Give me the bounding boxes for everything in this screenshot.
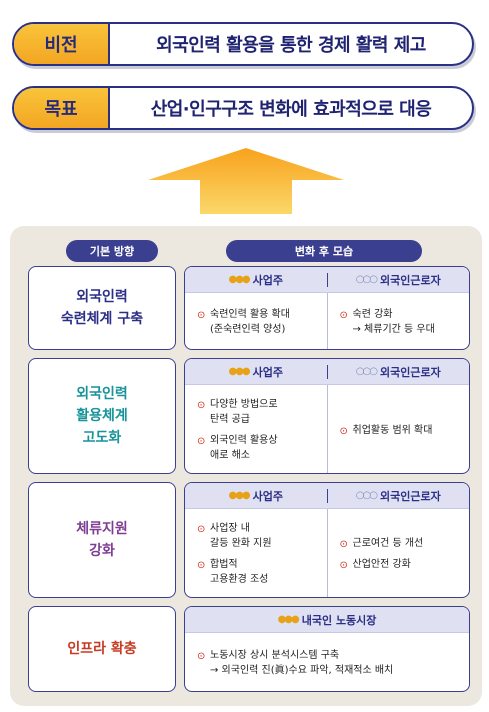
up-arrow-icon (148, 148, 344, 214)
basic-direction-header: 기본 방향 (66, 240, 158, 262)
worker-people-icon: ○○○ (355, 366, 378, 377)
goal-text: 산업·인구구조 변화에 효과적으로 대응 (150, 99, 432, 120)
labor-market-people-icon: ●●● (277, 614, 300, 625)
vision-banner: 비전 외국인력 활용을 통한 경제 활력 제고 (12, 22, 474, 66)
row-utilization-system: 외국인력 활용체계 고도화 ●●●사업주 ○○○외국인근로자 ⊙다양한 방법으로… (28, 358, 470, 474)
market-label: 내국인 노동시장 (301, 613, 377, 627)
employer-item: ⊙합법적 고용환경 조성 (197, 559, 269, 585)
worker-people-icon: ○○○ (355, 490, 378, 501)
row-infrastructure: 인프라 확충 ●●●내국인 노동시장 ⊙노동시장 상시 분석시스템 구축 → 외… (28, 606, 470, 692)
employer-item: ⊙사업장 내 갈등 완화 지원 (197, 523, 272, 549)
check-icon: ⊙ (197, 651, 206, 662)
check-icon: ⊙ (339, 425, 348, 437)
goal-tag: 목표 (14, 88, 110, 128)
goal-banner: 목표 산업·인구구조 변화에 효과적으로 대응 (12, 86, 474, 130)
employer-people-icon: ●●● (228, 274, 250, 285)
employer-people-icon: ●●● (228, 366, 250, 377)
employer-item: ⊙다양한 방법으로 탄력 공급 (197, 399, 278, 425)
row-changes: ●●●내국인 노동시장 ⊙노동시장 상시 분석시스템 구축 → 외국인력 진(眞… (184, 606, 470, 692)
check-icon: ⊙ (339, 310, 348, 321)
worker-label: 외국인근로자 (379, 365, 441, 379)
row-title: 외국인력 활용체계 고도화 (28, 358, 176, 474)
changed-state-header: 변화 후 모습 (226, 240, 422, 262)
row-title: 외국인력 숙련체계 구축 (28, 266, 176, 350)
check-icon: ⊙ (339, 560, 348, 571)
vision-text: 외국인력 활용을 통한 경제 활력 제고 (156, 35, 426, 56)
check-icon: ⊙ (197, 400, 206, 411)
employer-label: 사업주 (252, 365, 284, 379)
check-icon: ⊙ (197, 524, 206, 535)
row-changes: ●●●사업주 ○○○외국인근로자 ⊙다양한 방법으로 탄력 공급 ⊙외국인력 활… (184, 358, 470, 474)
check-icon: ⊙ (197, 310, 206, 321)
worker-people-icon: ○○○ (355, 274, 378, 285)
employer-item: ⊙숙련인력 활용 확대 (준숙련인력 양성) (197, 309, 290, 335)
worker-item: ⊙숙련 강화 → 체류기간 등 우대 (339, 309, 435, 335)
check-icon: ⊙ (197, 560, 206, 571)
worker-item: ⊙산업안전 강화 (339, 559, 411, 571)
employer-people-icon: ●●● (228, 490, 250, 501)
employer-label: 사업주 (252, 273, 284, 287)
row-changes: ●●●사업주 ○○○외국인근로자 ⊙사업장 내 갈등 완화 지원 ⊙합법적 고용… (184, 482, 470, 598)
row-title: 체류지원 강화 (28, 482, 176, 598)
row-changes: ●●●사업주 ○○○외국인근로자 ⊙숙련인력 활용 확대 (준숙련인력 양성) … (184, 266, 470, 350)
check-icon: ⊙ (197, 436, 206, 447)
worker-label: 외국인근로자 (379, 273, 441, 287)
employer-item: ⊙외국인력 활용상 애로 해소 (197, 435, 278, 461)
employer-label: 사업주 (252, 489, 284, 503)
worker-label: 외국인근로자 (379, 489, 441, 503)
row-residence-support: 체류지원 강화 ●●●사업주 ○○○외국인근로자 ⊙사업장 내 갈등 완화 지원… (28, 482, 470, 598)
row-skill-system: 외국인력 숙련체계 구축 ●●●사업주 ○○○외국인근로자 ⊙숙련인력 활용 확… (28, 266, 470, 350)
row-title: 인프라 확충 (28, 606, 176, 692)
check-icon: ⊙ (339, 539, 348, 550)
worker-item: ⊙근로여건 등 개선 (339, 538, 424, 550)
vision-tag: 비전 (14, 24, 110, 64)
worker-item: ⊙취업활동 범위 확대 (339, 424, 433, 437)
infra-item: ⊙노동시장 상시 분석시스템 구축 → 외국인력 진(眞)수요 파악, 적재적소… (197, 650, 394, 676)
